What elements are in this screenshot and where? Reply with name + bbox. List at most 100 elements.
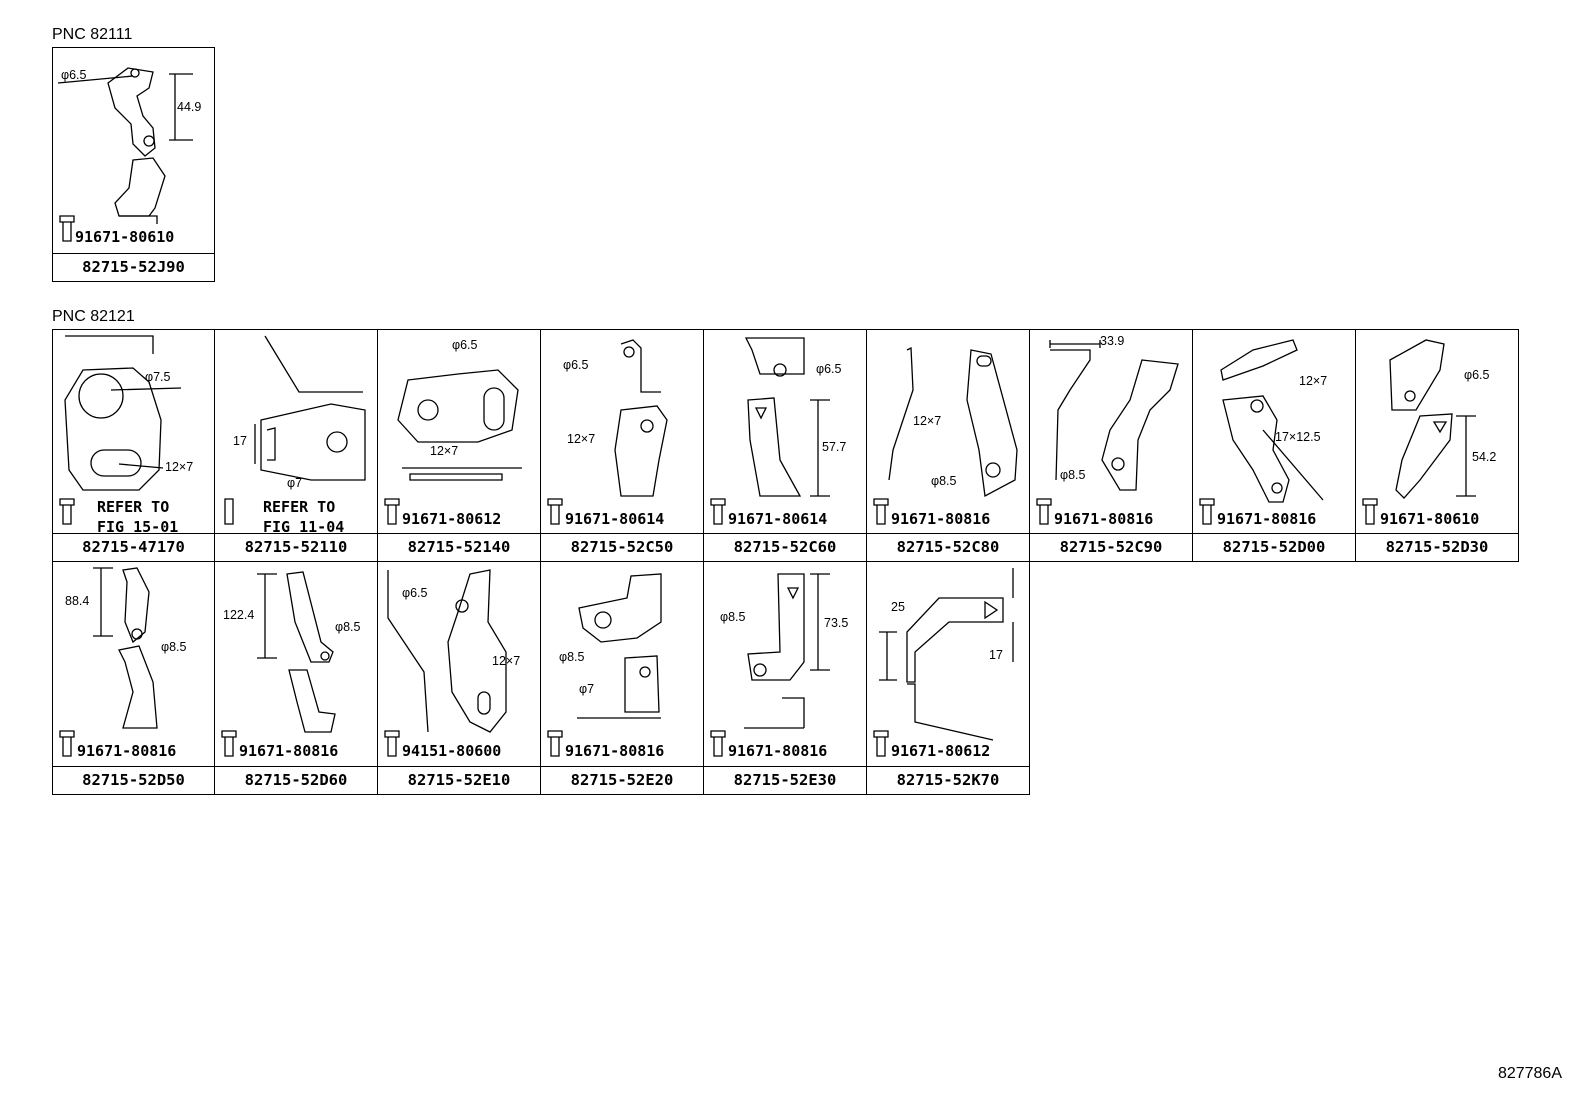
refer-fig-link[interactable]: FIG 15-01 <box>97 518 179 536</box>
bolt-icon <box>59 498 75 525</box>
bracket-drawing <box>257 571 336 733</box>
part-cell-82715-52K70[interactable]: 25 17 91671-80612 82715-52K70 <box>866 561 1030 795</box>
part-number: 82715-52C60 <box>704 533 866 561</box>
dim-label: φ6.5 <box>452 338 478 352</box>
part-cell-82715-52E20[interactable]: φ8.5 φ7 91671-80816 82715-52E20 <box>540 561 704 795</box>
bolt-number: 91671-80816 <box>728 742 828 760</box>
part-number: 82715-52140 <box>378 533 540 561</box>
refer-line: REFER TO <box>97 498 170 516</box>
bolt-icon <box>1362 498 1378 525</box>
pnc-82121-heading: PNC 82121 <box>52 308 135 325</box>
part-number: 82715-52D00 <box>1193 533 1355 561</box>
bolt-number: 91671-80610 <box>1380 510 1480 528</box>
dim-label: 88.4 <box>65 594 90 608</box>
bolt-icon <box>710 498 726 525</box>
part-cell-82715-52D30[interactable]: φ6.5 54.2 91671-80610 82715-52D30 <box>1355 329 1519 562</box>
bolt-icon <box>710 730 726 757</box>
bracket-drawing <box>744 337 830 497</box>
part-number: 82715-52D30 <box>1356 533 1518 561</box>
part-cell-82715-52C50[interactable]: φ6.5 12×7 91671-80614 82715-52C50 <box>540 329 704 562</box>
part-cell-82715-52E30[interactable]: φ8.5 73.5 91671-80816 82715-52E30 <box>703 561 867 795</box>
bracket-drawing <box>93 567 158 729</box>
dim-label: 17×12.5 <box>1275 430 1321 444</box>
bolt-number: 91671-80610 <box>75 228 175 246</box>
dim-label: 44.9 <box>177 100 202 114</box>
bracket-drawing <box>64 335 182 491</box>
dim-label: 54.2 <box>1472 450 1497 464</box>
dim-label: 25 <box>891 600 905 614</box>
dim-label: 57.7 <box>822 440 847 454</box>
dim-label: φ6.5 <box>1464 368 1490 382</box>
bracket-drawing <box>397 369 522 481</box>
bracket-drawing <box>888 346 1018 498</box>
part-cell-82715-52E10[interactable]: φ6.5 12×7 94151-80600 82715-52E10 <box>377 561 541 795</box>
bracket-drawing <box>1049 340 1179 491</box>
bolt-number: 91671-80816 <box>891 510 991 528</box>
bolt-icon <box>1036 498 1052 525</box>
dim-label: φ7 <box>287 476 303 490</box>
part-number: 82715-52D50 <box>53 766 214 794</box>
bolt-icon <box>224 498 234 525</box>
dim-label: 17 <box>989 648 1003 662</box>
dim-label: φ8.5 <box>161 640 187 654</box>
bracket-drawing <box>744 573 830 729</box>
bracket-drawing <box>57 67 193 224</box>
refer-line: REFER TO <box>263 498 336 516</box>
dim-label: 17 <box>233 434 247 448</box>
part-cell-82715-52D00[interactable]: 12×7 17×12.5 91671-80816 82715-52D00 <box>1192 329 1356 562</box>
dim-label: φ8.5 <box>335 620 361 634</box>
figure-id: 827786A <box>1497 1065 1562 1082</box>
part-number: 82715-52C90 <box>1030 533 1192 561</box>
part-cell-82715-52J90[interactable]: φ6.5 44.9 91671-80610 82715-52J90 <box>52 47 215 282</box>
dim-label: 12×7 <box>430 444 459 458</box>
part-number: 82715-52E10 <box>378 766 540 794</box>
bolt-number: 91671-80816 <box>1217 510 1317 528</box>
part-cell-82715-52C90[interactable]: 33.9 φ8.5 91671-80816 82715-52C90 <box>1029 329 1193 562</box>
bolt-number: 91671-80816 <box>239 742 339 760</box>
part-number: 82715-52K70 <box>867 766 1029 794</box>
dim-label: φ7.5 <box>145 370 171 384</box>
dim-label: 122.4 <box>223 608 255 622</box>
dim-label: 33.9 <box>1100 334 1125 348</box>
dim-label: 12×7 <box>492 654 521 668</box>
bolt-icon <box>873 498 889 525</box>
part-number: 82715-52D60 <box>215 766 377 794</box>
bolt-number: 91671-80816 <box>565 742 665 760</box>
dim-label: φ6.5 <box>61 68 87 82</box>
part-number: 82715-52E30 <box>704 766 866 794</box>
bracket-drawing <box>879 568 1014 741</box>
dim-label: 12×7 <box>165 460 194 474</box>
bolt-number: 91671-80614 <box>565 510 665 528</box>
dim-label: 12×7 <box>567 432 596 446</box>
bracket-drawing <box>577 573 662 719</box>
part-number: 82715-52110 <box>215 533 377 561</box>
part-cell-82715-52D50[interactable]: 88.4 φ8.5 91671-80816 82715-52D50 <box>52 561 215 795</box>
part-cell-82715-52110[interactable]: 17 φ7 REFER TO FIG 11-04 82715-52110 <box>214 329 378 562</box>
dim-label: φ7 <box>579 682 595 696</box>
part-cell-82715-52C80[interactable]: 12×7 φ8.5 91671-80816 82715-52C80 <box>866 329 1030 562</box>
bolt-icon <box>384 498 400 525</box>
dim-label: 12×7 <box>1299 374 1328 388</box>
bolt-icon <box>221 730 237 757</box>
part-cell-82715-52C60[interactable]: φ6.5 57.7 91671-80614 82715-52C60 <box>703 329 867 562</box>
part-number: 82715-52E20 <box>541 766 703 794</box>
part-cell-82715-47170[interactable]: φ7.5 12×7 REFER TO FIG 15-01 82715-47170 <box>52 329 215 562</box>
part-cell-82715-52140[interactable]: φ6.5 12×7 91671-80612 82715-52140 <box>377 329 541 562</box>
bolt-number: 91671-80612 <box>402 510 502 528</box>
pnc-82111-heading: PNC 82111 <box>52 26 133 43</box>
refer-fig-link[interactable]: FIG 11-04 <box>263 518 345 536</box>
dim-label: 73.5 <box>824 616 849 630</box>
bolt-number: 91671-80612 <box>891 742 991 760</box>
bolt-number: 91671-80816 <box>77 742 177 760</box>
dim-label: φ8.5 <box>559 650 585 664</box>
part-number: 82715-52C50 <box>541 533 703 561</box>
bracket-drawing <box>1220 339 1324 503</box>
bolt-icon <box>547 498 563 525</box>
dim-label: φ6.5 <box>563 358 589 372</box>
part-number: 82715-52J90 <box>53 253 214 281</box>
dim-label: φ8.5 <box>720 610 746 624</box>
dim-label: φ8.5 <box>931 474 957 488</box>
bolt-number: 94151-80600 <box>402 742 502 760</box>
bracket-drawing <box>1389 339 1476 499</box>
part-cell-82715-52D60[interactable]: 122.4 φ8.5 91671-80816 82715-52D60 <box>214 561 378 795</box>
